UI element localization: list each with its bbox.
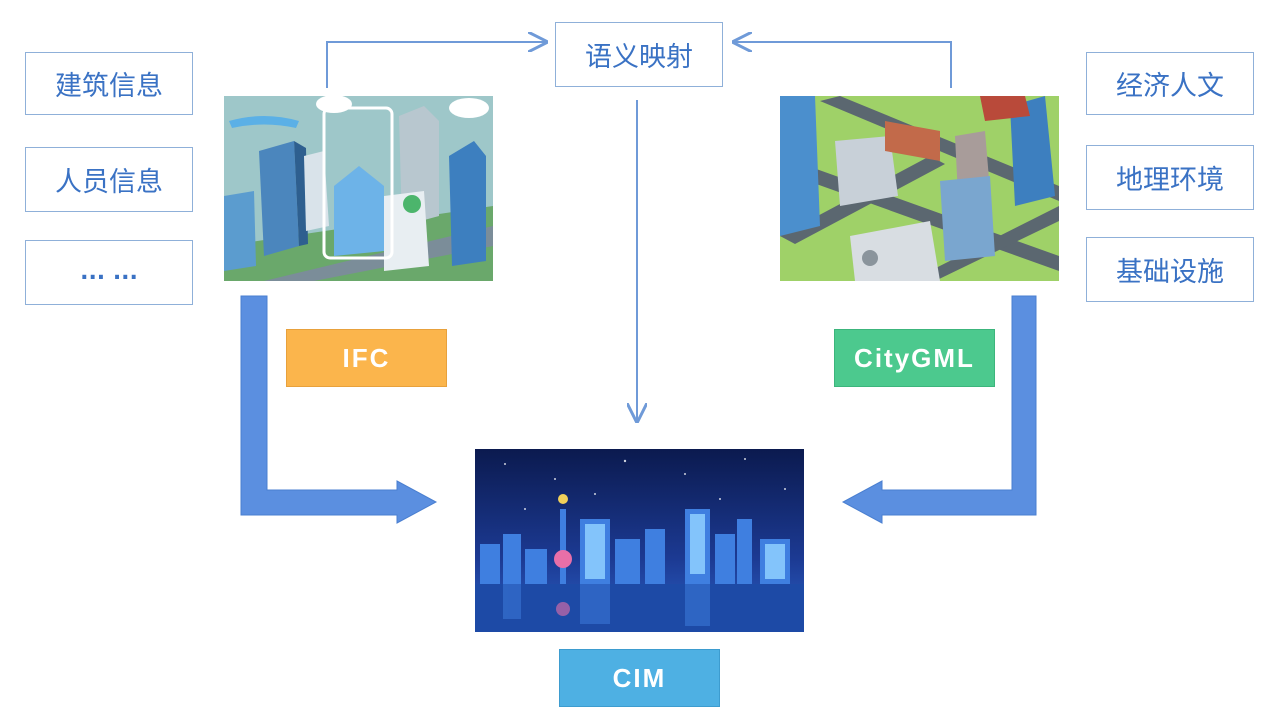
citygml-city-illustration [780, 96, 1059, 281]
cim-night-city-illustration [475, 449, 804, 632]
box-building-info: 建筑信息 [25, 52, 193, 115]
box-semantic-mapping: 语义映射 [555, 22, 723, 87]
ifc-tag-label: IFC [342, 342, 391, 373]
ifc-tag: IFC [286, 329, 447, 387]
cim-tag-label: CIM [612, 662, 667, 693]
box-personnel-info: 人员信息 [25, 147, 193, 212]
cim-tag: CIM [559, 649, 720, 707]
box-infrastructure: 基础设施 [1086, 237, 1254, 302]
arrow-citygml-to-mapping [734, 42, 952, 88]
box-economy-culture-label: 经济人文 [1116, 71, 1224, 102]
arrow-ifc-to-mapping [326, 42, 546, 88]
ifc-city-illustration [224, 96, 493, 281]
citygml-tag-label: CityGML [854, 342, 975, 373]
box-infrastructure-label: 基础设施 [1116, 257, 1224, 288]
box-economy-culture: 经济人文 [1086, 52, 1254, 115]
box-ellipsis: ... ... [25, 240, 193, 305]
box-building-info-label: 建筑信息 [55, 71, 163, 102]
citygml-tag: CityGML [834, 329, 995, 387]
box-geo-environment: 地理环境 [1086, 145, 1254, 210]
box-geo-environment-label: 地理环境 [1116, 165, 1224, 196]
box-semantic-mapping-label: 语义映射 [585, 42, 693, 73]
big-arrow-left [240, 295, 438, 524]
box-personnel-info-label: 人员信息 [55, 167, 163, 198]
big-arrow-right [841, 295, 1037, 524]
box-ellipsis-label: ... ... [80, 260, 138, 285]
